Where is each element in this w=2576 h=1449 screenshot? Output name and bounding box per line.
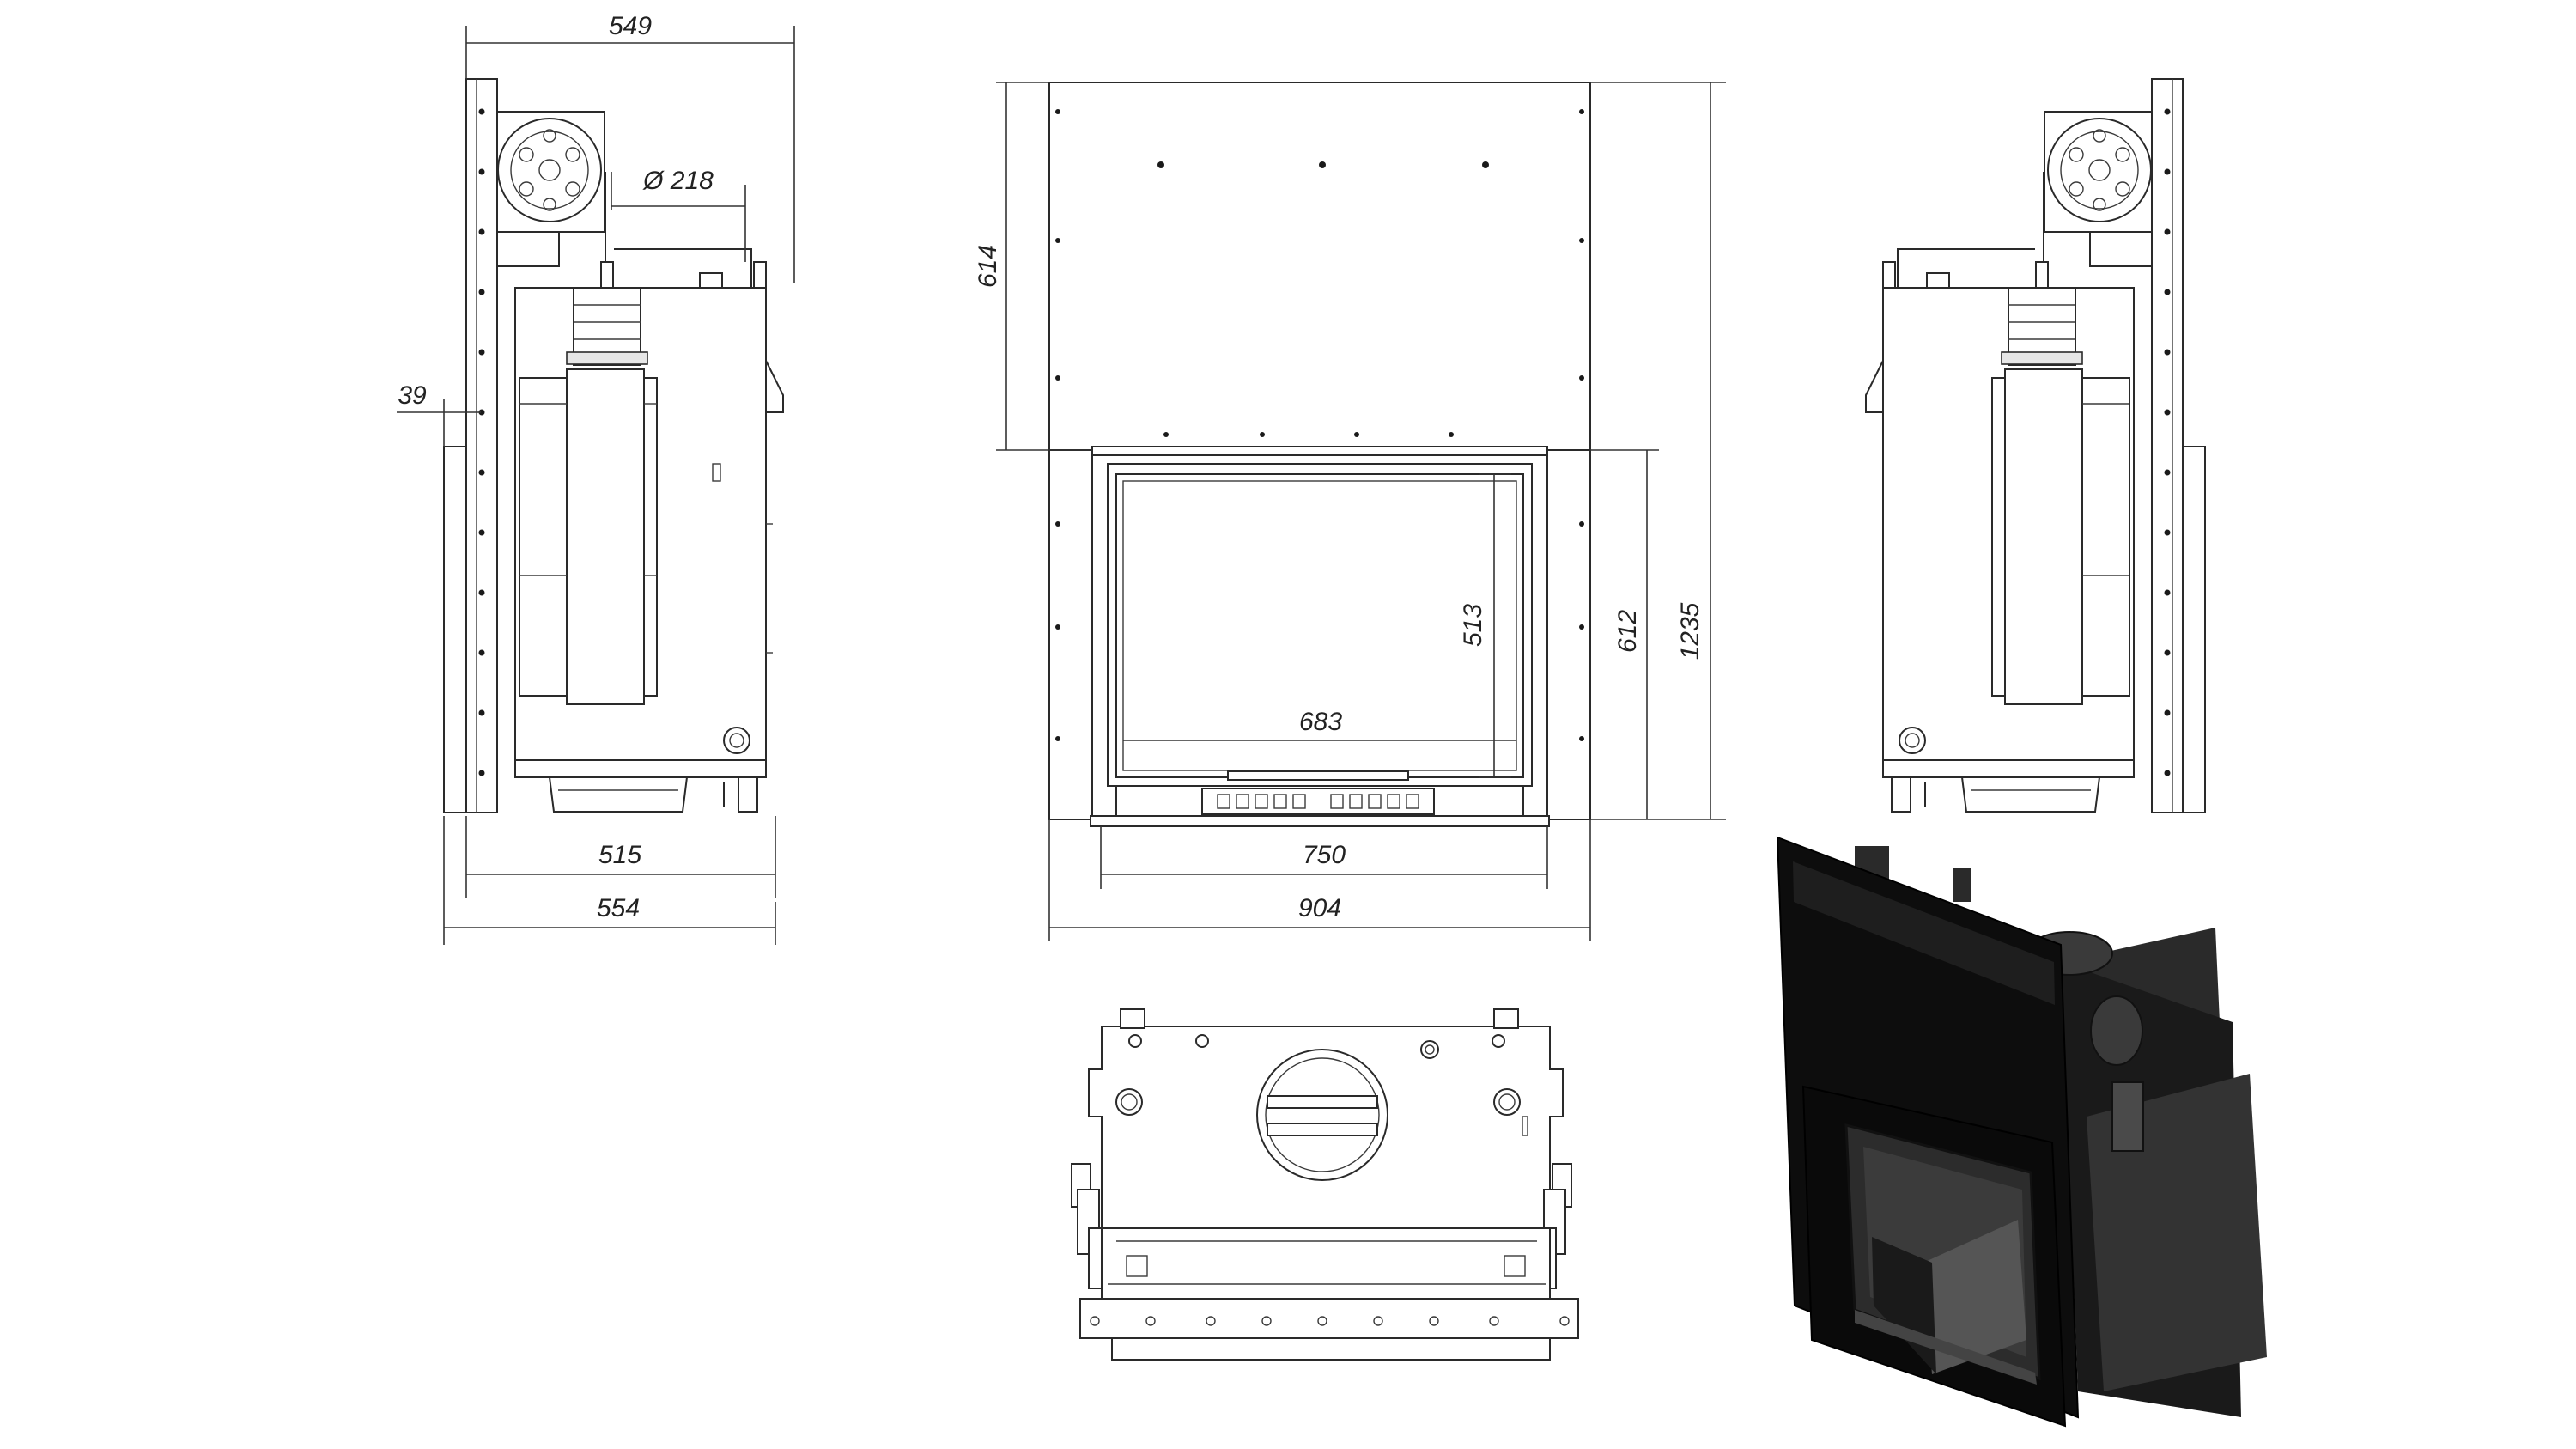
- dim-683: 683: [1299, 708, 1342, 736]
- dim-flue-diameter: Ø 218: [642, 167, 714, 195]
- air-vent: [1201, 788, 1435, 815]
- dim-750: 750: [1303, 841, 1346, 869]
- side-view-right: [1865, 78, 2206, 813]
- top-view-bolts: [1090, 1316, 1570, 1326]
- top-view: [1071, 1008, 1579, 1361]
- dim-549: 549: [609, 12, 652, 40]
- dim-904: 904: [1298, 894, 1341, 922]
- vent-slots: [1217, 794, 1419, 809]
- frame-bolts: [478, 108, 485, 776]
- dim-1235: 1235: [1676, 602, 1704, 660]
- isometric-render: [1776, 836, 2267, 1428]
- dim-554: 554: [597, 894, 640, 922]
- door-glass: [1115, 473, 1524, 778]
- dim-513: 513: [1459, 604, 1487, 647]
- flue-collar: [1256, 1049, 1388, 1181]
- front-dimensions: 614 513 683 612 1235 750 904: [974, 82, 1726, 941]
- side-dimensions: 549 Ø 218 39 515 554: [397, 12, 795, 945]
- front-view: [1048, 82, 1591, 827]
- side-view-left: [443, 78, 784, 813]
- dim-614: 614: [974, 245, 1002, 288]
- dim-515: 515: [598, 841, 641, 869]
- dim-39: 39: [398, 381, 427, 410]
- damper-disc: [497, 118, 602, 222]
- dim-612: 612: [1613, 610, 1642, 653]
